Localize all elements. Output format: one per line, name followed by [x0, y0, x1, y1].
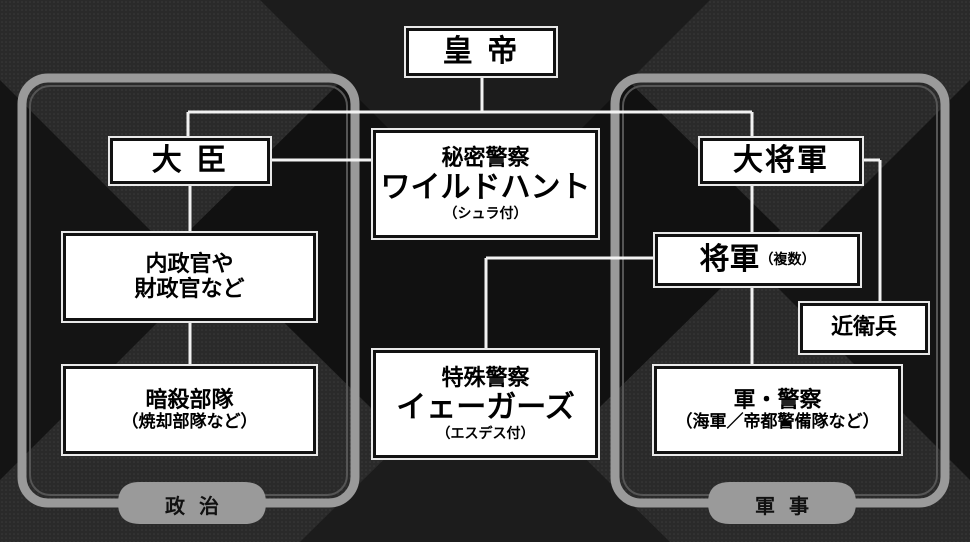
army-police-line2: （海軍／帝都警備隊など） — [675, 411, 880, 432]
special-police-title: 特殊警察 — [441, 365, 530, 392]
politics-tab — [118, 482, 266, 524]
assassination-line2: （焼却部隊など） — [121, 411, 258, 432]
general-note: （複数） — [759, 251, 816, 268]
grand-general-box: 大将軍 — [700, 138, 862, 184]
military-label: 軍事 — [755, 494, 823, 518]
army-police-line1: 軍・警察 — [733, 386, 822, 413]
emperor-box: 皇 帝 — [406, 28, 556, 76]
minister-label: 大 臣 — [151, 142, 229, 178]
general-box: 将軍 （複数） — [655, 234, 860, 286]
general-label: 将軍 — [699, 241, 760, 277]
imperial-guard-label: 近衛兵 — [830, 314, 897, 341]
emperor-label: 皇 帝 — [442, 33, 520, 69]
interior-finance-box: 内政官や 財政官など — [63, 233, 316, 321]
politics-label: 政治 — [165, 494, 233, 518]
secret-police-box: 秘密警察 ワイルドハント （シュラ付） — [373, 130, 598, 238]
assassination-box: 暗殺部隊 （焼却部隊など） — [63, 366, 316, 454]
secret-police-title: 秘密警察 — [441, 145, 530, 172]
special-police-note: （エスデス付） — [436, 425, 535, 442]
interior-finance-line1: 内政官や — [145, 250, 234, 277]
army-police-box: 軍・警察 （海軍／帝都警備隊など） — [654, 366, 901, 454]
connectors — [186, 75, 882, 368]
grand-general-label: 大将軍 — [733, 142, 829, 178]
minister-box: 大 臣 — [110, 138, 270, 184]
special-police-box: 特殊警察 イェーガーズ （エスデス付） — [373, 350, 598, 458]
assassination-line1: 暗殺部隊 — [145, 386, 234, 413]
secret-police-note: （シュラ付） — [443, 205, 528, 222]
wild-hunt-name: ワイルドハント — [380, 170, 591, 206]
imperial-guard-box: 近衛兵 — [800, 303, 928, 353]
interior-finance-line2: 財政官など — [134, 276, 245, 302]
military-tab — [708, 482, 856, 524]
jaegers-name: イェーガーズ — [396, 390, 575, 426]
